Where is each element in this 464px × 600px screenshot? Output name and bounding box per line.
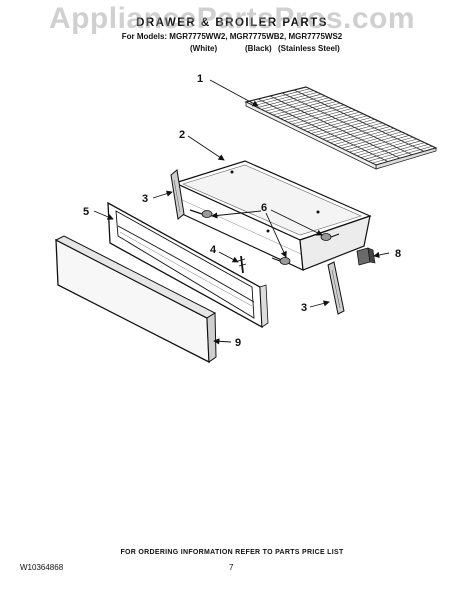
leader-lines [93, 79, 390, 345]
callout-2: 2 [179, 129, 185, 141]
drawer-front [54, 235, 217, 364]
screw-middle [271, 257, 291, 265]
ordering-note: FOR ORDERING INFORMATION REFER TO PARTS … [120, 549, 344, 556]
callout-4: 4 [210, 244, 217, 256]
clip [356, 247, 376, 266]
bracket [237, 255, 247, 274]
callout-3-left: 3 [142, 193, 148, 205]
callout-8: 8 [395, 248, 401, 260]
drawer-slide-right [327, 261, 345, 315]
page-number: 7 [229, 563, 234, 572]
document-number: W10364868 [20, 563, 64, 572]
finish-black: (Black) [245, 44, 272, 53]
broiler-rack [244, 86, 438, 170]
finish-stainless: (Stainless Steel) [278, 44, 340, 53]
drawer-inner-panel [107, 201, 269, 329]
finish-white: (White) [190, 44, 218, 53]
model-list: For Models: MGR7775WW2, MGR7775WB2, MGR7… [121, 32, 343, 41]
drawer-slide-left [170, 169, 185, 220]
callout-6: 6 [261, 202, 267, 214]
callout-1: 1 [197, 73, 203, 85]
callout-9: 9 [235, 337, 241, 349]
drawer-pan [173, 160, 372, 271]
callout-5: 5 [83, 206, 89, 218]
callout-3-right: 3 [301, 302, 307, 314]
callout-labels: 1 2 3 5 6 4 8 3 9 [83, 73, 401, 349]
page-title: DRAWER & BROILER PARTS [136, 17, 328, 29]
screw-right [320, 233, 340, 241]
